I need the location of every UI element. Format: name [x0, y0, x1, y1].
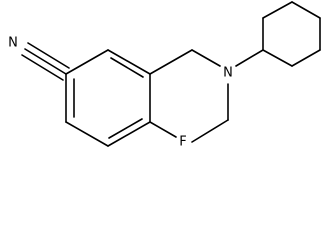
- n-cyclohexyl-bond: [235, 49, 264, 67]
- structure-drawing: N F N: [8, 1, 321, 150]
- cyclohexane-ring: [262, 1, 321, 67]
- nitrile-triple-bond: [21, 42, 70, 81]
- benzene-ring: [65, 49, 151, 147]
- nitrile-nitrogen-label: N: [8, 36, 18, 51]
- c-f-bond: [149, 121, 177, 138]
- fluorine-label: F: [179, 135, 186, 150]
- ethyl-terminal-bond: [191, 119, 229, 143]
- ch2-n-bond: [191, 49, 221, 67]
- amine-nitrogen-label: N: [223, 66, 233, 81]
- molecule-structure: N F N: [8, 1, 321, 150]
- benzylic-bond: [149, 49, 193, 75]
